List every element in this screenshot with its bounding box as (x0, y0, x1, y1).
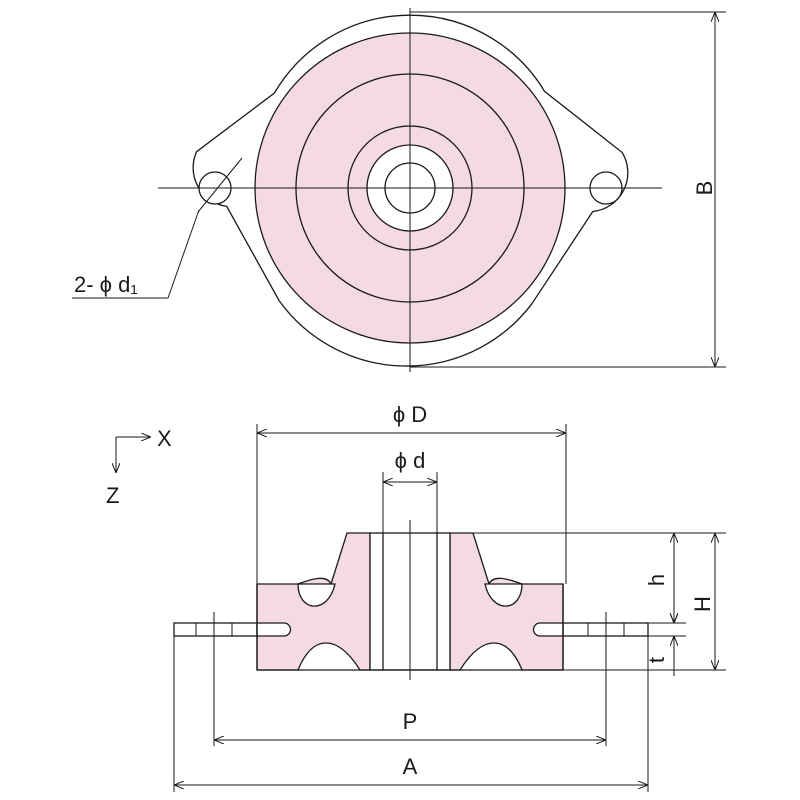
label-z-axis: Z (106, 483, 119, 508)
rubber-slot-left (256, 622, 292, 637)
top-view: B 2- ϕ d₁ (72, 8, 726, 372)
rubber-pocket-left-upper (297, 583, 336, 607)
label-outer-diameter: ϕ D (393, 402, 427, 427)
label-inner-diameter: ϕ d (395, 448, 426, 473)
rubber-pocket-right-upper (484, 583, 523, 607)
side-view: ϕ D ϕ d h H t P A (173, 402, 726, 792)
label-total-height: H (690, 596, 715, 612)
label-pitch: P (403, 709, 418, 734)
label-b: B (692, 181, 717, 196)
bolt-hole-diameter-line (197, 157, 243, 213)
label-x-axis: X (157, 426, 172, 451)
axis-indicator: X Z (106, 426, 172, 508)
label-overall-length: A (403, 754, 418, 779)
flange-plate-left (173, 622, 259, 637)
rubber-slot-right (532, 622, 564, 637)
label-plate-thickness: t (644, 657, 669, 663)
flange-plate-right (561, 622, 649, 637)
label-bolt-holes: 2- ϕ d₁ (74, 272, 138, 297)
flange-outline (192, 14, 629, 367)
label-rubber-height: h (644, 574, 669, 586)
bolt-hole-leader (72, 209, 200, 299)
